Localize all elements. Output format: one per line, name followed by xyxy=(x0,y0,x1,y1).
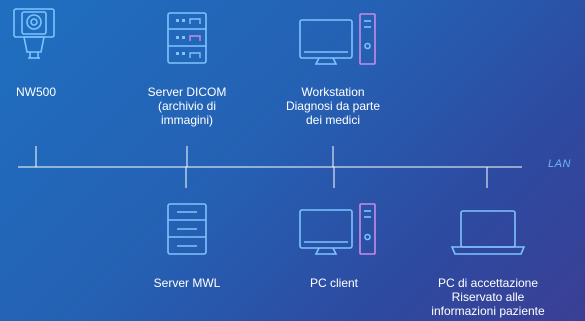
lan-label: LAN xyxy=(548,158,571,170)
lan-bus xyxy=(18,146,522,188)
server-mwl-label: Server MWL xyxy=(153,276,221,290)
server-dicom-icon xyxy=(167,12,207,64)
nw500-label: NW500 xyxy=(15,85,56,99)
workstation-icon xyxy=(299,13,376,65)
pc-accettazione-label: PC di accettazione Riservato alle inform… xyxy=(431,276,545,318)
workstation-label: Workstation Diagnosi da parte dei medici xyxy=(285,85,381,127)
ultrasound-device-icon xyxy=(13,8,55,59)
pc-client-label: PC client xyxy=(309,276,359,290)
server-dicom-label: Server DICOM (archivio di immagini) xyxy=(147,85,227,127)
desktop-pc-icon xyxy=(299,203,376,255)
laptop-icon xyxy=(450,210,526,255)
server-mwl-icon xyxy=(167,203,207,255)
